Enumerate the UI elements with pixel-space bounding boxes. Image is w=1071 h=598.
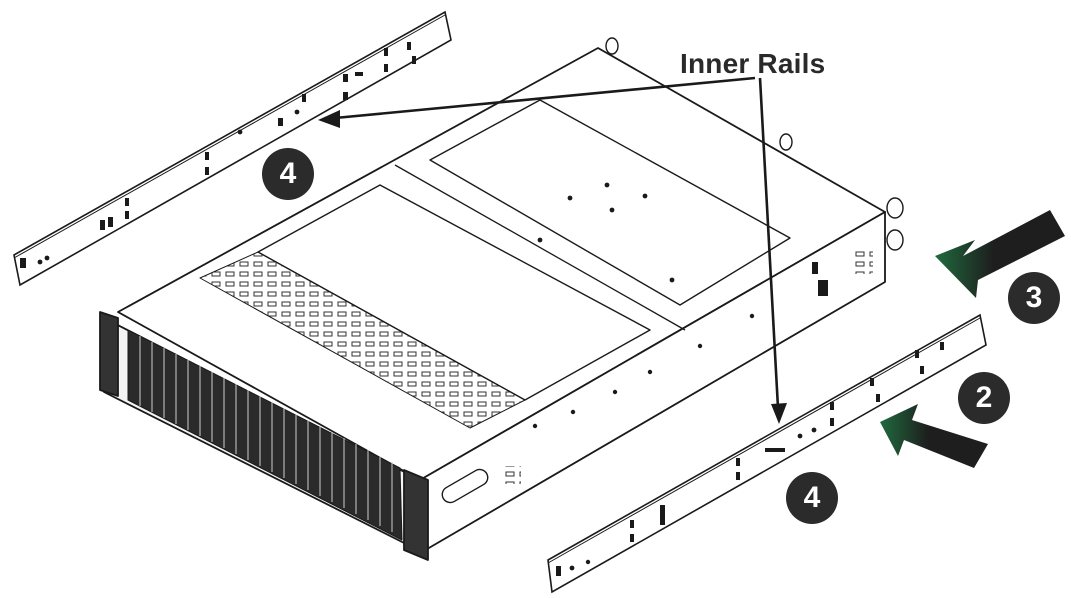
left-ear [99, 311, 119, 397]
step-badge-4-top: 4 [262, 148, 314, 200]
front-drive-bays [127, 329, 403, 541]
right-ear [403, 469, 429, 561]
arrow-step-2 [880, 404, 988, 468]
step-badge-2: 2 [958, 372, 1010, 424]
callout-lines [318, 76, 787, 424]
server-chassis [99, 37, 904, 561]
arrow-step-3 [935, 210, 1065, 298]
inner-rail-top [13, 10, 452, 287]
step-badge-4-bottom: 4 [786, 472, 838, 524]
inner-rail-bottom [547, 313, 987, 594]
inner-rails-label: Inner Rails [680, 48, 826, 79]
step-badge-3: 3 [1008, 272, 1060, 324]
